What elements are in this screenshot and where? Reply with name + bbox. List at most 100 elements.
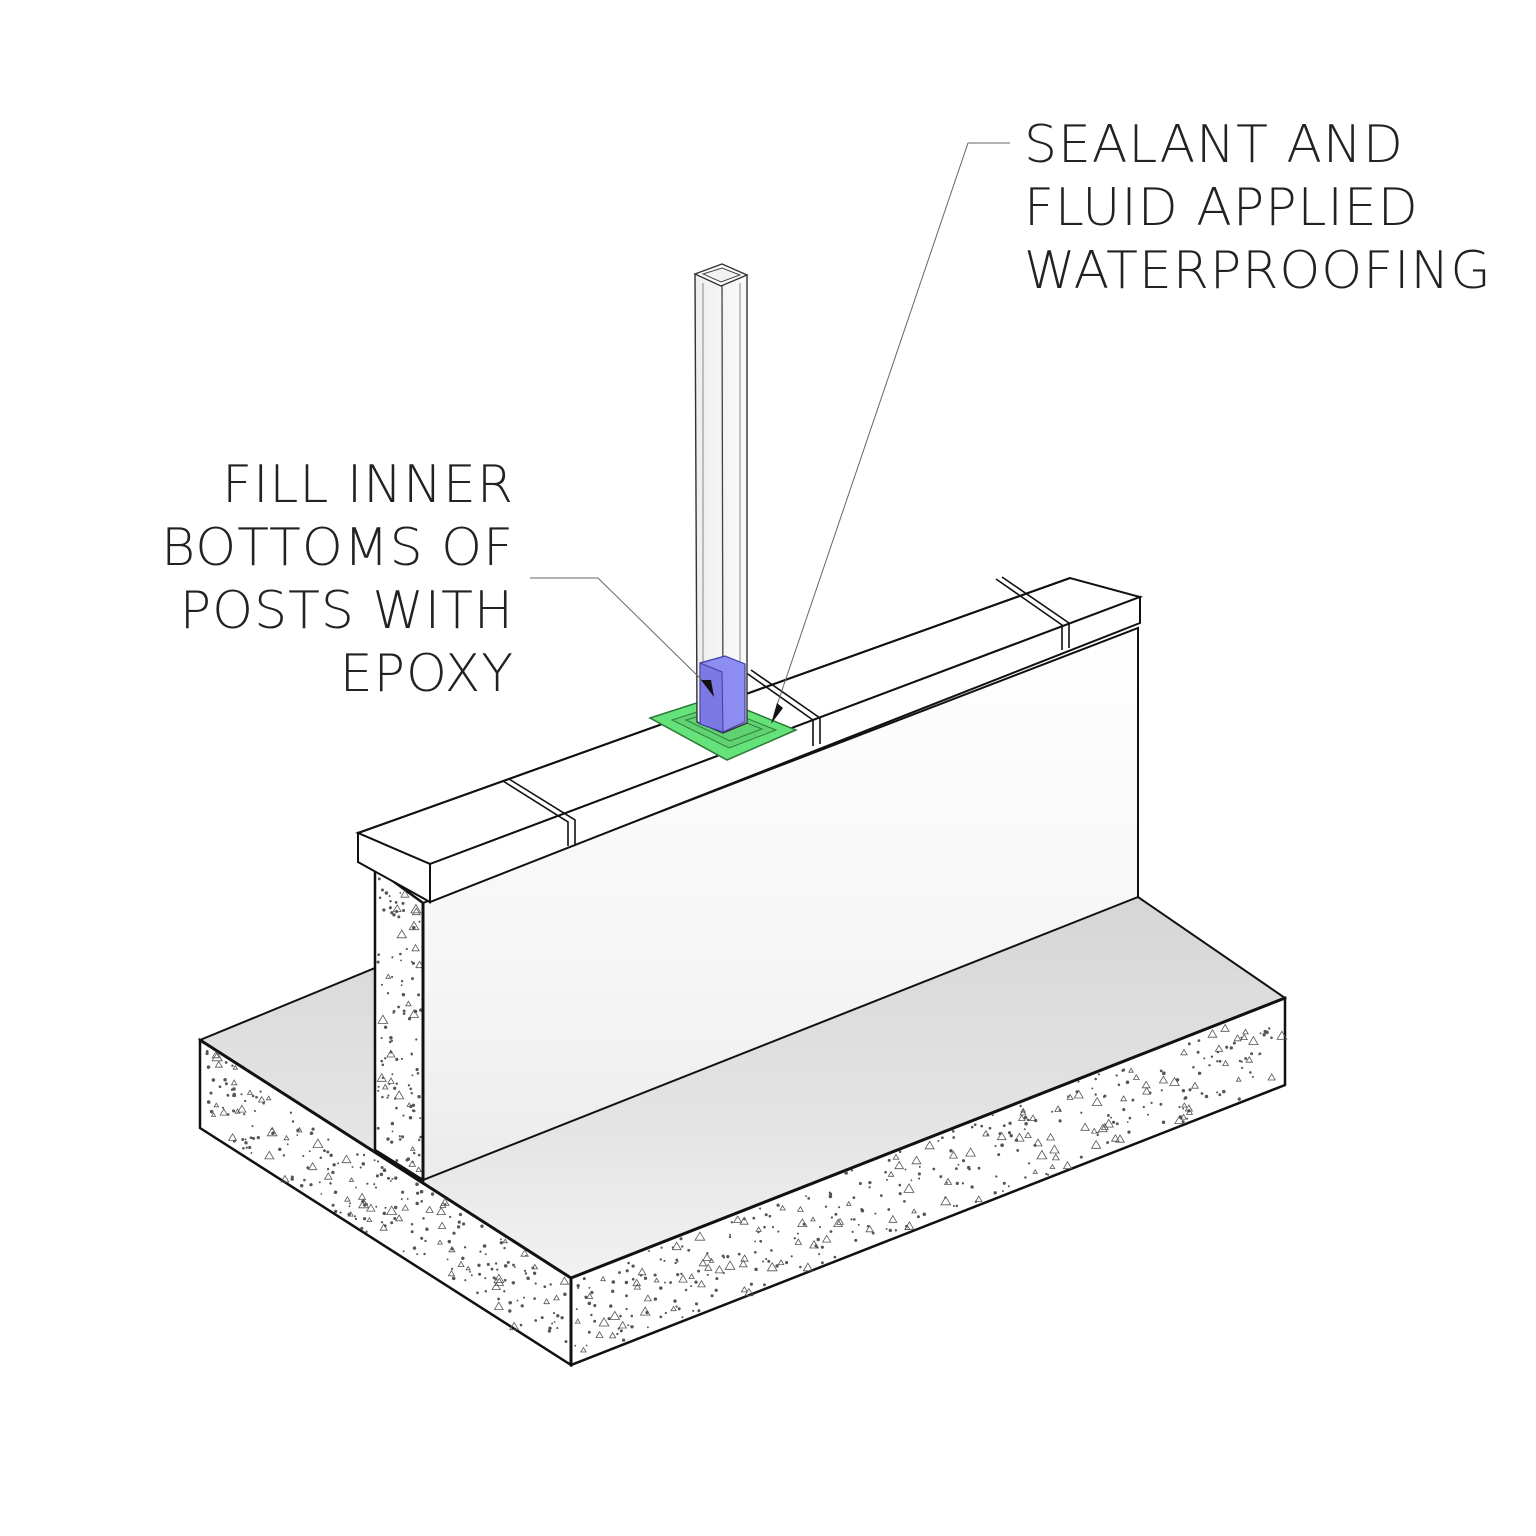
concrete-aggregate	[587, 1301, 592, 1306]
concrete-aggregate	[410, 1146, 416, 1151]
concrete-aggregate	[384, 1206, 387, 1209]
concrete-aggregate	[945, 1181, 949, 1184]
concrete-aggregate	[669, 1281, 673, 1284]
concrete-aggregate	[331, 1170, 335, 1175]
concrete-aggregate	[1178, 1106, 1181, 1109]
concrete-aggregate	[409, 1087, 413, 1091]
epoxy-leader	[530, 577, 708, 686]
sealant-arrowhead	[771, 703, 783, 724]
concrete-aggregate	[852, 1196, 856, 1199]
concrete-aggregate	[688, 1273, 695, 1279]
concrete-aggregate	[752, 1216, 756, 1220]
concrete-aggregate	[497, 1297, 500, 1301]
concrete-aggregate	[975, 1195, 983, 1202]
concrete-aggregate	[1034, 1118, 1038, 1123]
concrete-aggregate	[779, 1204, 786, 1211]
concrete-aggregate	[366, 1216, 373, 1222]
concrete-aggregate	[492, 1276, 496, 1280]
concrete-aggregate	[418, 1138, 421, 1142]
concrete-aggregate	[242, 1147, 245, 1150]
concrete-aggregate	[810, 1216, 816, 1222]
concrete-aggregate	[326, 1150, 330, 1154]
concrete-aggregate	[377, 1085, 380, 1088]
concrete-aggregate	[511, 1281, 516, 1285]
sealant-callout-label: SEALANT AND FLUID APPLIED WATERPROOFING	[1024, 114, 1492, 303]
concrete-aggregate	[417, 1094, 421, 1099]
concrete-aggregate	[399, 952, 402, 956]
concrete-aggregate	[388, 1083, 391, 1086]
concrete-aggregate	[322, 1149, 326, 1153]
concrete-aggregate	[1017, 1114, 1026, 1121]
concrete-aggregate	[415, 1182, 419, 1187]
concrete-aggregate	[416, 1071, 420, 1075]
concrete-aggregate	[347, 1211, 354, 1217]
concrete-aggregate	[1023, 1115, 1028, 1120]
concrete-aggregate	[408, 920, 420, 931]
concrete-aggregate	[339, 1211, 342, 1214]
concrete-aggregate	[759, 1239, 763, 1243]
concrete-aggregate	[739, 1216, 749, 1225]
concrete-aggregate	[237, 1104, 247, 1113]
concrete-aggregate	[879, 1194, 883, 1197]
concrete-aggregate	[762, 1260, 765, 1263]
concrete-aggregate	[726, 1254, 730, 1259]
concrete-aggregate	[1115, 1134, 1126, 1143]
concrete-aggregate	[675, 1258, 679, 1262]
concrete-aggregate	[390, 1221, 394, 1225]
concrete-aggregate	[1229, 1046, 1233, 1050]
concrete-aggregate	[860, 1208, 865, 1213]
concrete-aggregate	[477, 1263, 481, 1267]
concrete-aggregate	[354, 1217, 358, 1221]
concrete-aggregate	[1097, 1073, 1101, 1076]
concrete-aggregate	[679, 1237, 683, 1241]
concrete-aggregate	[807, 1197, 811, 1200]
concrete-aggregate	[730, 1221, 734, 1224]
concrete-aggregate	[349, 1202, 352, 1205]
concrete-aggregate	[1191, 1081, 1199, 1089]
concrete-aggregate	[580, 1346, 587, 1353]
concrete-aggregate	[1244, 1057, 1248, 1060]
concrete-aggregate	[333, 1190, 338, 1194]
concrete-aggregate	[1161, 1120, 1166, 1124]
concrete-aggregate	[244, 1138, 247, 1141]
concrete-aggregate	[1267, 1073, 1277, 1081]
post-top-inner	[701, 267, 742, 283]
concrete-aggregate	[494, 1277, 505, 1286]
concrete-aggregate	[374, 1186, 378, 1189]
concrete-aggregate	[858, 1181, 862, 1186]
concrete-aggregate	[830, 1216, 834, 1219]
concrete-aggregate	[576, 1284, 580, 1288]
concrete-aggregate	[244, 1099, 247, 1103]
concrete-aggregate	[1024, 1176, 1027, 1179]
concrete-aggregate	[828, 1194, 833, 1199]
concrete-aggregate	[390, 911, 394, 915]
concrete-aggregate	[410, 1052, 413, 1056]
concrete-aggregate	[373, 1159, 376, 1162]
concrete-aggregate	[389, 1051, 393, 1054]
concrete-aggregate	[1204, 1094, 1209, 1099]
concrete-aggregate	[419, 1189, 424, 1194]
concrete-aggregate	[213, 1102, 220, 1108]
concrete-aggregate	[1197, 1071, 1202, 1076]
concrete-aggregate	[387, 1176, 390, 1180]
concrete-aggregate	[1218, 1093, 1222, 1097]
concrete-aggregate	[266, 1126, 278, 1137]
concrete-aggregate	[381, 1076, 385, 1080]
concrete-aggregate	[407, 1084, 411, 1087]
concrete-aggregate	[1131, 1098, 1135, 1102]
concrete-aggregate	[1058, 1119, 1062, 1123]
concrete-aggregate	[390, 1121, 395, 1126]
concrete-aggregate	[575, 1308, 578, 1311]
concrete-aggregate	[697, 1309, 701, 1313]
concrete-aggregate	[833, 1218, 843, 1227]
concrete-aggregate	[1270, 1036, 1273, 1040]
concrete-aggregate	[911, 1208, 917, 1214]
concrete-aggregate	[520, 1249, 530, 1257]
concrete-aggregate	[289, 1111, 293, 1114]
concrete-aggregate	[738, 1259, 748, 1268]
concrete-aggregate	[643, 1276, 648, 1280]
concrete-aggregate	[410, 1222, 414, 1226]
concrete-aggregate	[376, 1126, 380, 1130]
concrete-aggregate	[392, 1009, 396, 1013]
concrete-aggregate	[214, 1060, 224, 1068]
